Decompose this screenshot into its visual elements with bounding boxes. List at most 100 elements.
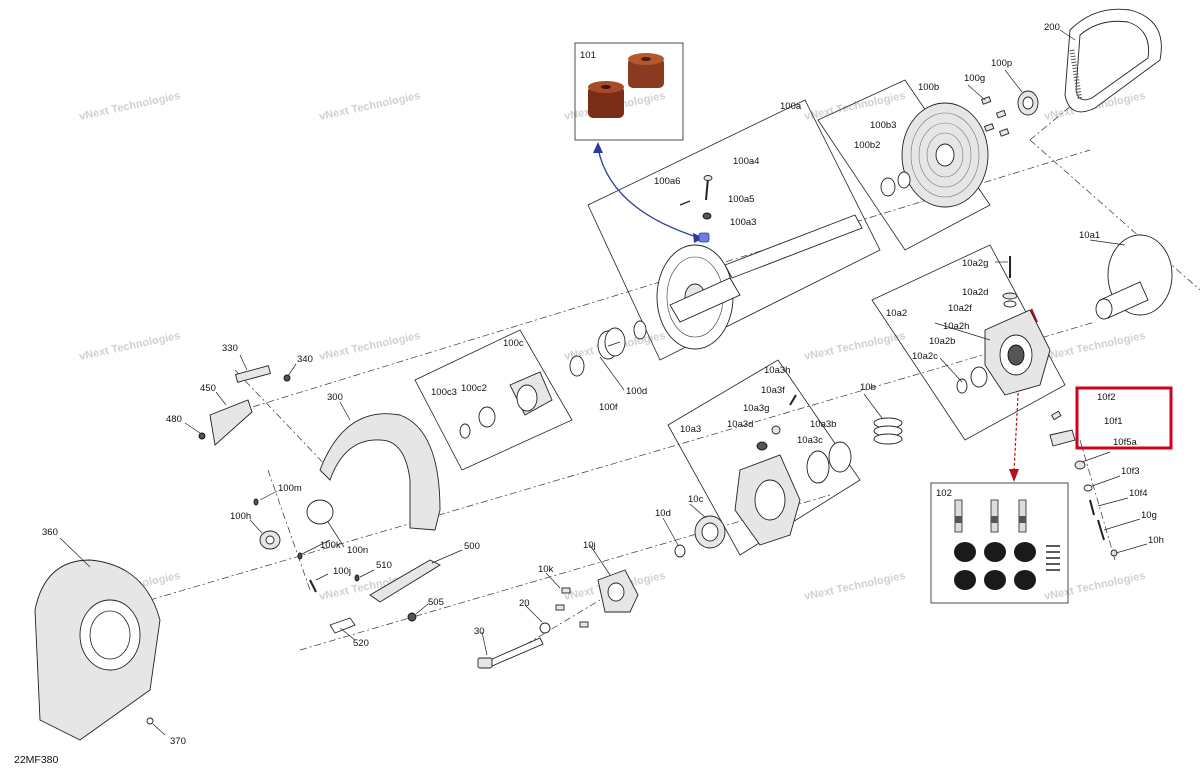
screw-370 — [146, 717, 154, 725]
callout-100a4: 100a4 — [733, 156, 759, 167]
washer-20 — [539, 622, 551, 634]
callout-100c2: 100c2 — [461, 383, 487, 394]
watermark: vNext Technologies — [78, 90, 181, 123]
callout-100a6: 100a6 — [654, 176, 680, 187]
group-box-10a2 — [871, 244, 1066, 441]
callout-102: 102 — [936, 488, 952, 499]
group-box-100c — [414, 329, 573, 471]
watermark: vNext Technologies — [1043, 330, 1146, 363]
callout-10a3g: 10a3g — [743, 403, 769, 414]
callout-10d: 10d — [655, 508, 671, 519]
screws-10k — [555, 587, 589, 628]
inset-box-102 — [930, 482, 1069, 604]
callout-10f5a: 10f5a — [1113, 437, 1137, 448]
callout-100d: 100d — [626, 386, 647, 397]
cover-10j — [597, 569, 639, 613]
screws-100g — [980, 96, 1010, 137]
drive-belt — [1064, 8, 1162, 113]
ring-10d — [674, 544, 686, 558]
watermark: vNext Technologies — [318, 90, 421, 123]
callout-300: 300 — [327, 392, 343, 403]
callout-10f1: 10f1 — [1104, 416, 1123, 427]
callout-510: 510 — [376, 560, 392, 571]
callout-100b2: 100b2 — [854, 140, 880, 151]
pin-100a6 — [679, 200, 691, 206]
group-boxes — [414, 79, 1066, 556]
bracket-330 — [234, 365, 272, 383]
watermark: vNext Technologies — [803, 330, 906, 363]
roller-set — [954, 542, 1036, 590]
screw-100m — [253, 498, 259, 506]
callout-100p: 100p — [991, 58, 1012, 69]
screw-480 — [198, 432, 206, 440]
callout-10a3d: 10a3d — [727, 419, 753, 430]
spider-10a2 — [956, 256, 1051, 396]
callout-100h: 100h — [230, 511, 251, 522]
callout-10g: 10g — [1141, 510, 1157, 521]
callout-200: 200 — [1044, 22, 1060, 33]
group-box-100a — [587, 99, 881, 361]
callout-505: 505 — [428, 597, 444, 608]
movable-sheave-100a — [656, 214, 863, 350]
callout-20: 20 — [519, 598, 530, 609]
callout-100a3: 100a3 — [730, 217, 756, 228]
callout-520: 520 — [353, 638, 369, 649]
callout-450: 450 — [200, 383, 216, 394]
callout-100b3: 100b3 — [870, 120, 896, 131]
callout-330: 330 — [222, 343, 238, 354]
spring-100d — [597, 320, 647, 360]
callout-100g: 100g — [964, 73, 985, 84]
callout-100b: 100b — [918, 82, 939, 93]
housing-360 — [34, 559, 161, 741]
callout-10c: 10c — [688, 494, 704, 505]
callout-10a3: 10a3 — [680, 424, 701, 435]
callout-10f2: 10f2 — [1097, 392, 1116, 403]
inset-box-101 — [574, 42, 684, 141]
diagram-code: 22MF380 — [14, 754, 59, 766]
callout-10a2: 10a2 — [886, 308, 907, 319]
callout-340: 340 — [297, 354, 313, 365]
washer-100n — [306, 499, 334, 525]
screw-100k — [297, 552, 303, 560]
washer-100a5 — [702, 212, 712, 220]
callout-10f3: 10f3 — [1121, 466, 1140, 477]
callout-100c3: 100c3 — [431, 387, 457, 398]
callout-100m: 100m — [278, 483, 302, 494]
callout-10a2d: 10a2d — [962, 287, 988, 298]
callout-10k: 10k — [538, 564, 554, 575]
callout-10j: 10j — [583, 540, 596, 551]
watermark: vNext Technologies — [318, 330, 421, 363]
nut-100h — [259, 530, 281, 550]
pin-set — [954, 499, 1027, 533]
watermark: vNext Technologies — [803, 90, 906, 123]
nut-505 — [407, 612, 417, 622]
highlight-box-10f — [1075, 386, 1173, 450]
callout-10a3f: 10a3f — [761, 385, 785, 396]
blue-reference-arrow — [593, 142, 710, 243]
leader-lines — [59, 29, 1148, 736]
callout-10a2f: 10a2f — [948, 303, 972, 314]
callout-370: 370 — [170, 736, 186, 747]
watermark: vNext Technologies — [803, 570, 906, 603]
fixed-sheave-100b — [901, 102, 989, 208]
bolt-30 — [477, 637, 544, 669]
callout-30: 30 — [474, 626, 485, 637]
screw-100a4 — [703, 175, 713, 201]
watermark: vNext Technologies — [78, 330, 181, 363]
callout-10f4: 10f4 — [1129, 488, 1148, 499]
bushings-100b — [880, 171, 911, 197]
callout-100k: 100k — [320, 540, 341, 551]
inset-102: 102 — [930, 482, 1069, 604]
callout-10a2b: 10a2b — [929, 336, 955, 347]
belt-guard-300 — [319, 413, 441, 531]
callout-100f: 100f — [599, 402, 618, 413]
spring-10b — [873, 417, 903, 445]
callout-480: 480 — [166, 414, 182, 425]
callout-10h: 10h — [1148, 535, 1164, 546]
callout-100a: 100a — [780, 101, 802, 112]
callout-10a1: 10a1 — [1079, 230, 1100, 241]
bracket-450 — [209, 399, 253, 446]
callout-100c: 100c — [503, 338, 524, 349]
bolt-100j — [309, 579, 317, 593]
